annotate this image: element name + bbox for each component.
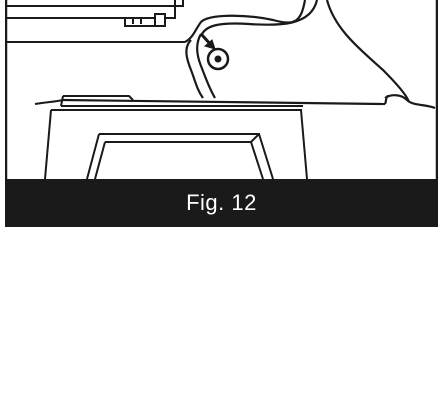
upper-arm bbox=[7, 0, 184, 19]
knob-icon bbox=[206, 47, 230, 71]
work-table bbox=[34, 95, 303, 107]
arrow-icon bbox=[200, 33, 216, 50]
figure-12: Fig. 12 bbox=[5, 0, 438, 227]
saw-stand-illustration bbox=[5, 0, 438, 179]
caption-bar: Fig. 12 bbox=[5, 179, 438, 227]
stand-base bbox=[44, 109, 308, 179]
arm-bracket bbox=[124, 13, 166, 27]
figure-caption: Fig. 12 bbox=[186, 190, 257, 215]
frame-border bbox=[5, 0, 438, 179]
blade-guard bbox=[185, 33, 216, 99]
main-body bbox=[62, 0, 436, 110]
